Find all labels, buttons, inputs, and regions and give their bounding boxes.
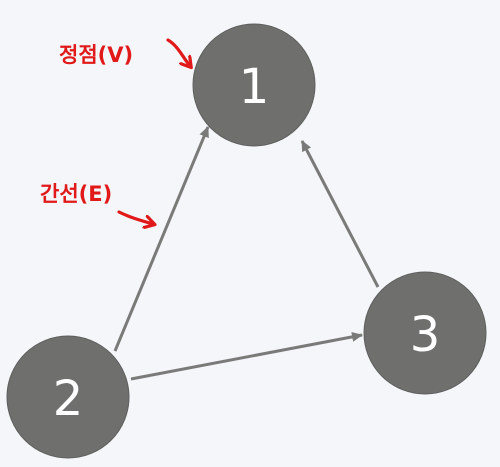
vertex-pointer-arrow bbox=[166, 38, 190, 66]
edge-annotation: 간선(E) bbox=[40, 182, 112, 206]
node-3-label: 3 bbox=[410, 307, 441, 363]
edge-3-to-1 bbox=[300, 140, 380, 288]
edge-2-to-3 bbox=[130, 331, 363, 381]
node-3: 3 bbox=[363, 271, 487, 395]
node-2: 2 bbox=[6, 335, 130, 459]
edge-pointer-arrow bbox=[117, 210, 153, 224]
edge-2-to-1 bbox=[113, 126, 210, 352]
vertex-annotation: 정점(V) bbox=[59, 43, 133, 67]
node-1: 1 bbox=[192, 23, 316, 147]
node-2-label: 2 bbox=[53, 371, 84, 427]
node-1-label: 1 bbox=[239, 59, 270, 115]
